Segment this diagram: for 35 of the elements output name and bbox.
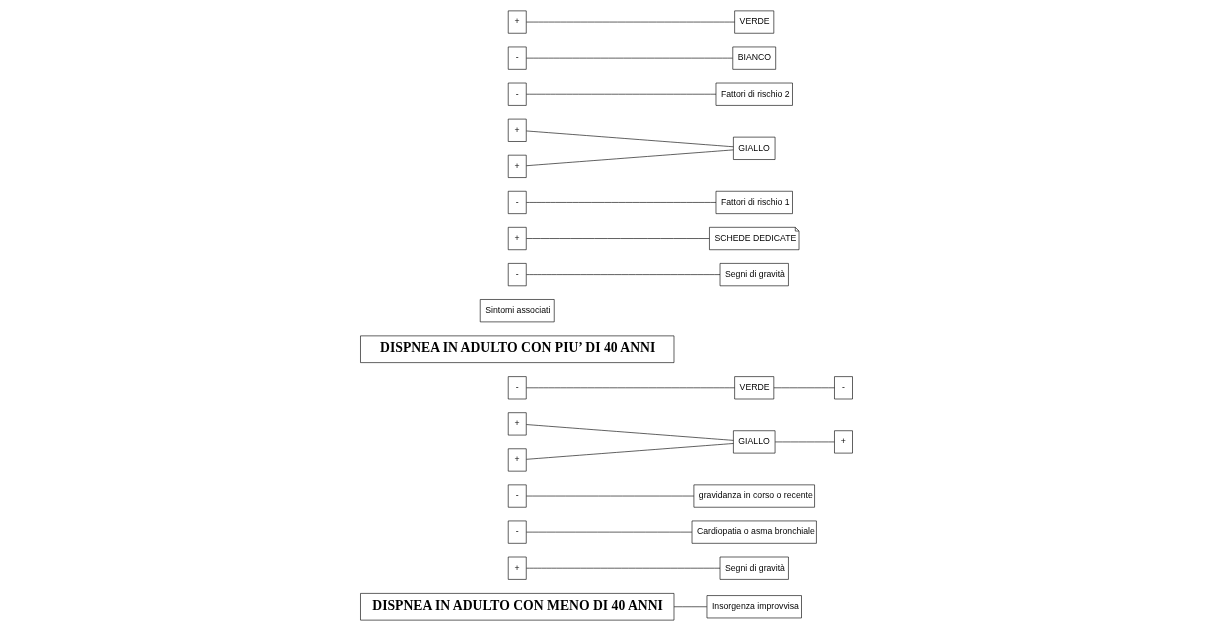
node-box: Cardiopatia o asma bronchiale [691,520,817,544]
connector [525,387,735,389]
connector [525,274,720,275]
node-box: GIALLO [732,136,775,160]
node-box: BIANCO [731,46,776,70]
node-box: VERDE [733,10,774,34]
node-box: gravidanza in corso o recente [693,484,815,508]
node-box: Fattori di rischio 2 [715,82,793,106]
node-box: Insorgenza improvvisa [706,595,802,619]
node-box: - [507,82,527,106]
node-box: - [833,376,853,400]
node-box: DISPNEA IN ADULTO CON MENO DI 40 ANNI [359,593,674,621]
node-box: Segni di gravità [719,263,789,287]
node-box: + [507,227,527,251]
node-box: - [507,190,527,214]
node-box: Sintomi associati [479,299,555,323]
connector [773,387,835,389]
connector [525,202,716,203]
node-box: + [833,430,853,454]
node-box: VERDE [733,376,774,400]
node-box: + [507,448,527,472]
node-box: - [507,484,527,508]
node-box: + [507,10,527,34]
node-box: Segni di gravità [719,556,789,580]
node-box: + [507,154,527,178]
node-box: DISPNEA IN ADULTO CON PIU’ DI 40 ANNI [359,335,674,363]
node-box: + [507,412,527,436]
node-box: + [507,556,527,580]
node-box: - [507,46,527,70]
node-box: - [507,520,527,544]
node-box: - [507,376,527,400]
node-box: + [507,118,527,142]
node-box: - [507,263,527,287]
node-box: Fattori di rischio 1 [715,190,793,214]
node-box: GIALLO [732,430,775,454]
